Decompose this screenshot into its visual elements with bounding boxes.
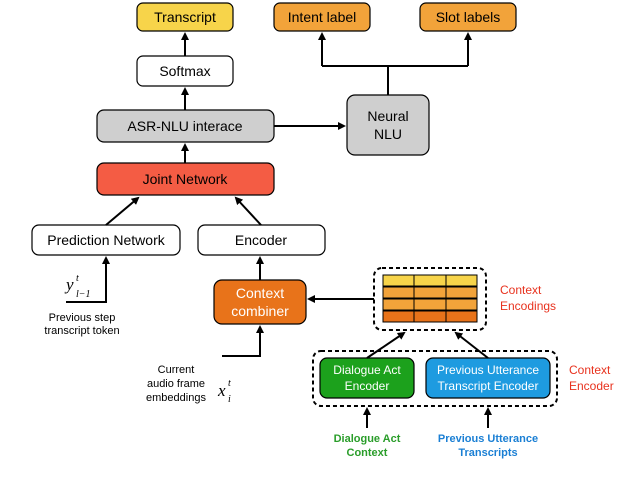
transcript-box (136, 2, 234, 32)
svg-text:t: t (76, 273, 79, 284)
context-encodings-stack (382, 274, 478, 323)
joint-network-label: Joint Network (143, 171, 229, 187)
prev-utterance-transcripts-label-2: Transcripts (458, 447, 517, 459)
neural-nlu-box (346, 94, 430, 156)
prev-step-label-2: transcript token (44, 325, 119, 337)
prediction-network-label: Prediction Network (47, 232, 165, 248)
current-label-2: audio frame (147, 378, 205, 390)
encoding-row-1 (382, 274, 478, 287)
prev-utterance-encoder-label-2: Transcript Encoder (438, 379, 539, 393)
context-encoder-caption-1: Context (569, 363, 611, 377)
slot-labels-text: Slot labels (436, 9, 501, 25)
transcript-label: Transcript (154, 9, 216, 25)
svg-text:x: x (217, 381, 226, 400)
svg-text:y: y (64, 275, 74, 294)
dialogue-act-encoder-label-2: Encoder (345, 379, 390, 393)
current-label-3: embeddings (146, 392, 206, 404)
intent-label-box (273, 2, 371, 32)
dialogue-act-encoder-label-1: Dialogue Act (333, 363, 401, 377)
context-encodings-caption-1: Context (500, 283, 542, 297)
context-encodings-caption-2: Encodings (500, 299, 556, 313)
context-combiner-label-2: combiner (231, 303, 289, 319)
encoder-box (197, 224, 326, 256)
dialogue-act-context-label-1: Dialogue Act (334, 433, 401, 445)
neural-nlu-label-1: Neural (367, 108, 408, 124)
slot-labels-box (419, 2, 517, 32)
neural-nlu-label-2: NLU (374, 126, 402, 142)
intent-label-text: Intent label (288, 9, 357, 25)
encoder-label: Encoder (235, 232, 287, 248)
encoding-row-4 (382, 310, 478, 323)
connectors (66, 32, 492, 428)
prev-utterance-encoder-label-1: Previous Utterance (437, 363, 539, 377)
current-label-1: Current (158, 364, 195, 376)
context-encoder-group (312, 350, 558, 407)
svg-text:t: t (228, 378, 231, 389)
softmax-label: Softmax (159, 63, 210, 79)
svg-text:i: i (228, 394, 231, 405)
encoding-row-3 (382, 298, 478, 311)
svg-text:l−1: l−1 (76, 289, 91, 300)
context-encoder-caption-2: Encoder (569, 379, 614, 393)
prev-step-label-1: Previous step (49, 312, 116, 324)
x-audio-frame-symbol: x t i (217, 378, 231, 405)
prev-utterance-transcripts-label-1: Previous Utterance (438, 433, 538, 445)
asr-nlu-interface-label: ASR-NLU interace (127, 118, 242, 134)
context-combiner-label-1: Context (236, 285, 284, 301)
y-prev-token-symbol: y t l−1 (64, 273, 91, 300)
dialogue-act-context-label-2: Context (347, 447, 388, 459)
encoding-row-2 (382, 286, 478, 299)
